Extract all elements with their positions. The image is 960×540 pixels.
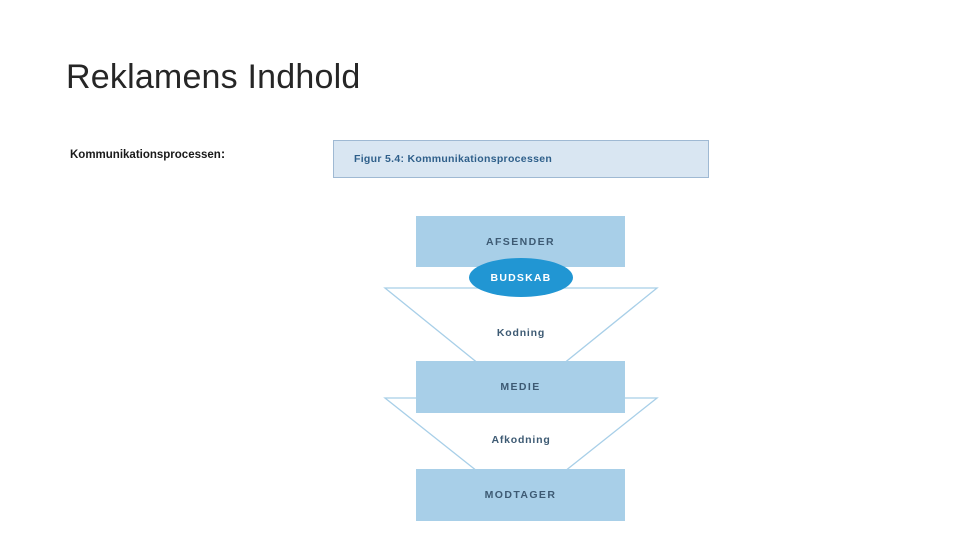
page-title: Reklamens Indhold (66, 58, 361, 96)
process-label-afkodning: Afkodning (491, 434, 551, 446)
figure-caption-text: Figur 5.4: Kommunikationsprocessen (354, 153, 553, 165)
process-ellipse-budskab: BUDSKAB (469, 258, 573, 297)
body-text: Kommunikationsprocessen: (70, 146, 225, 161)
body-text-label: Kommunikationsprocessen (70, 149, 221, 161)
process-box-medie: MEDIE (416, 361, 625, 413)
process-label-kodning: Kodning (496, 327, 546, 339)
process-box-modtager: MODTAGER (416, 469, 625, 521)
body-text-colon: : (220, 146, 226, 161)
figure-caption-bar: Figur 5.4: Kommunikationsprocessen (333, 140, 709, 178)
communication-process-figure: Figur 5.4: Kommunikationsprocessen AFSEN… (333, 140, 709, 525)
